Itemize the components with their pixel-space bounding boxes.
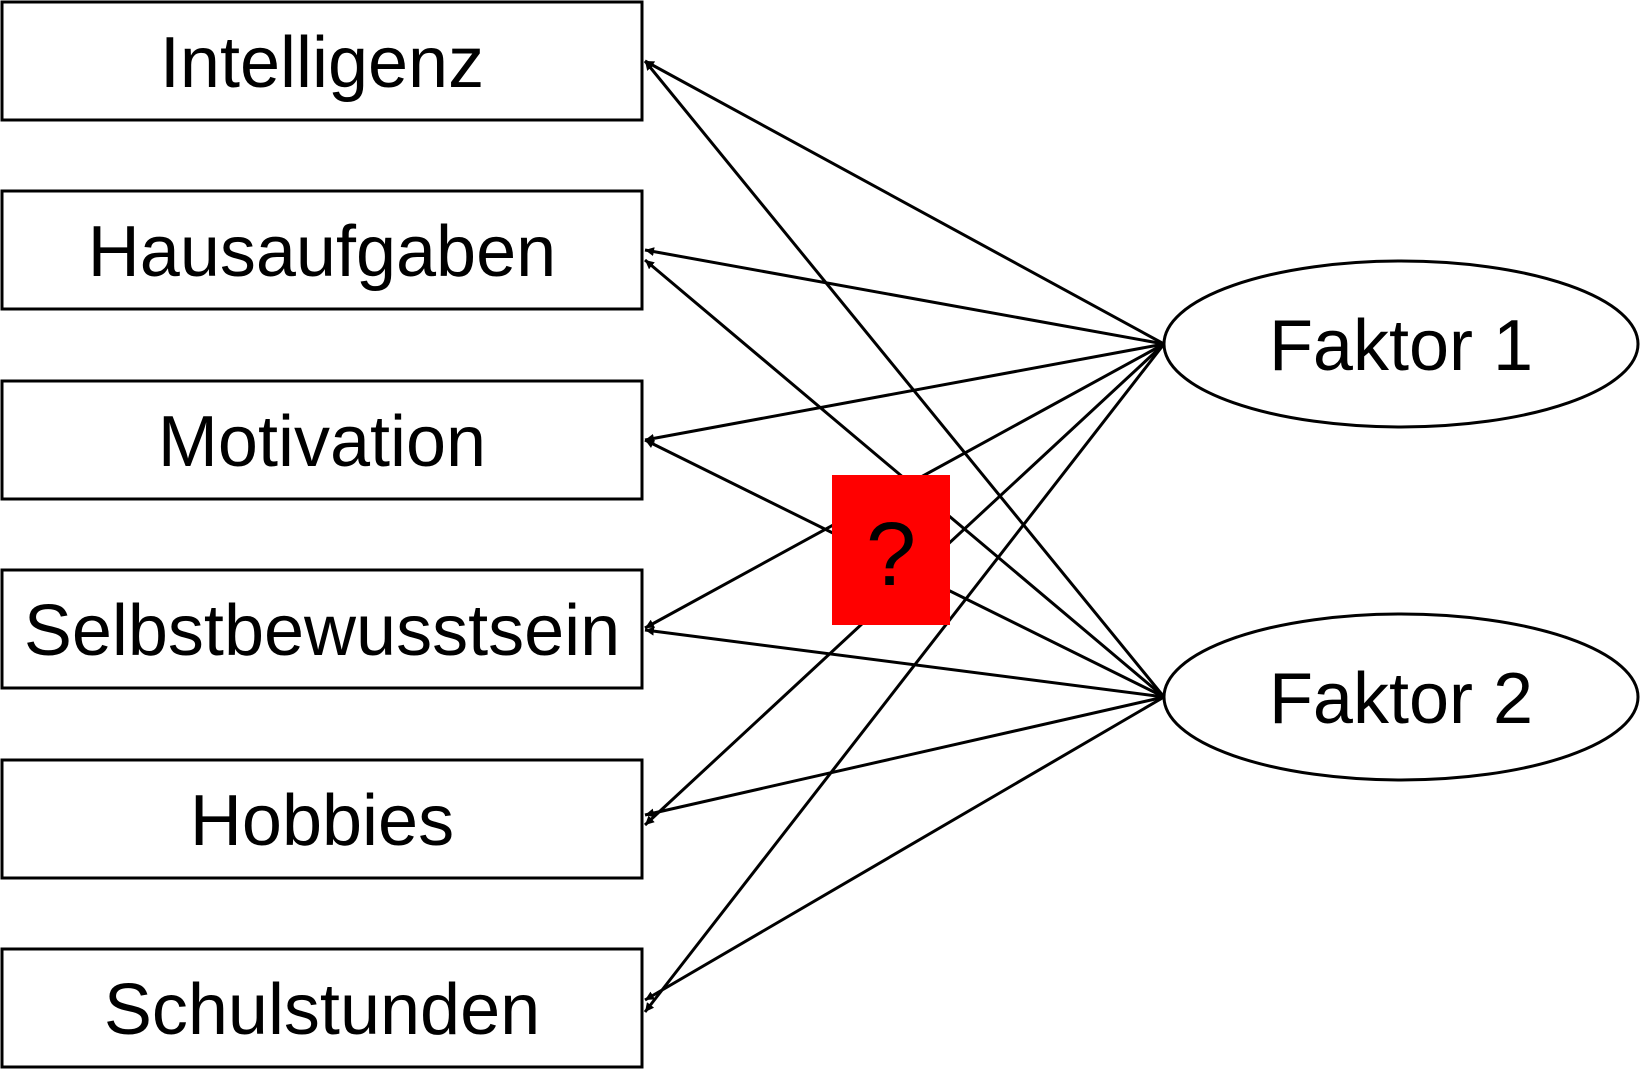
arrow-factor1-to-variable1: [644, 59, 1165, 346]
arrow-factor1-to-variable6: [643, 343, 1166, 1013]
factor-ellipse-2: Faktor 2: [1162, 612, 1640, 782]
variable-label-hobbies: Hobbies: [190, 781, 454, 861]
variable-box-selbstbewusstsein: Selbstbewusstsein: [0, 568, 644, 690]
variable-label-schulstunden: Schulstunden: [104, 970, 540, 1050]
arrow-factor1-to-variable3: [644, 342, 1165, 443]
question-overlay: ?: [832, 475, 950, 625]
arrow-factor2-to-variable4: [644, 626, 1165, 699]
factor-ellipse-1: Faktor 1: [1162, 259, 1640, 429]
variable-label-intelligenz: Intelligenz: [160, 23, 484, 103]
question-overlay-box: [832, 475, 950, 625]
factor-label-2: Faktor 2: [1269, 659, 1533, 739]
variable-box-intelligenz: Intelligenz: [0, 0, 644, 122]
factor-label-1: Faktor 1: [1269, 306, 1533, 386]
variable-box-motivation: Motivation: [0, 379, 644, 501]
arrow-factor2-to-variable1: [643, 60, 1166, 698]
arrow-factor2-to-variable6: [644, 695, 1165, 1002]
variable-box-schulstunden: Schulstunden: [0, 947, 644, 1069]
question-mark: ?: [866, 505, 916, 605]
arrow-factor2-to-variable5: [644, 695, 1165, 818]
variable-box-hobbies: Hobbies: [0, 758, 644, 880]
arrow-factor1-to-variable2: [644, 247, 1165, 346]
variable-label-hausaufgaben: Hausaufgaben: [88, 212, 556, 292]
variable-label-selbstbewusstsein: Selbstbewusstsein: [24, 591, 620, 671]
variable-box-hausaufgaben: Hausaufgaben: [0, 189, 644, 311]
variable-label-motivation: Motivation: [158, 402, 486, 482]
